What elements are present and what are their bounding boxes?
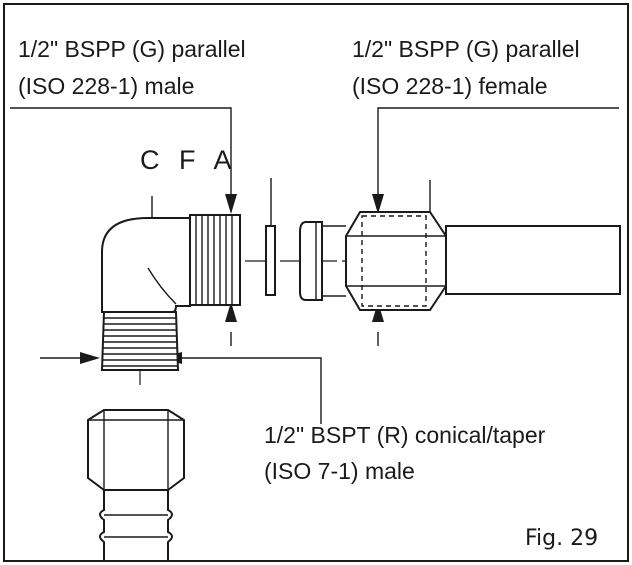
- sealing-washer: [265, 225, 276, 296]
- thread-lines-taper: [102, 317, 178, 367]
- bottom-label-line2: (ISO 7-1) male: [264, 458, 415, 484]
- arrow-top-left: [225, 194, 237, 214]
- thread-lines-parallel: [195, 215, 233, 305]
- diagram-frame: [3, 3, 629, 562]
- arrow-top-right: [372, 194, 384, 214]
- leader-top-right: [377, 107, 619, 198]
- bottom-label-line1: 1/2" BSPT (R) conical/taper: [264, 422, 546, 448]
- female-hex-nut: [345, 211, 447, 311]
- leader-bottom: [178, 357, 322, 424]
- elbow-body: [101, 217, 191, 313]
- elbow-inner-curve: [147, 267, 177, 305]
- male-taper-thread: [100, 311, 180, 371]
- arrow-top-left-lower: [225, 302, 237, 322]
- nut-internal-thread-hidden: [361, 215, 427, 307]
- lower-hex-nut: [87, 409, 185, 491]
- cfa-marking: C F A: [140, 145, 238, 175]
- figure-number: Fig. 29: [525, 526, 598, 551]
- lower-hose-barb: [99, 489, 173, 562]
- top-right-label-line1: 1/2" BSPP (G) parallel: [352, 36, 580, 62]
- leader-top-left: [10, 107, 232, 198]
- arrow-top-right-lower: [372, 302, 384, 322]
- top-left-label-line1: 1/2" BSPP (G) parallel: [18, 36, 246, 62]
- top-left-label-line2: (ISO 228-1) male: [18, 73, 194, 99]
- top-right-label-line2: (ISO 228-1) female: [352, 73, 548, 99]
- hose-nipple: [299, 221, 323, 301]
- arrow-bottom-left: [80, 352, 100, 364]
- hose-tube: [445, 225, 621, 295]
